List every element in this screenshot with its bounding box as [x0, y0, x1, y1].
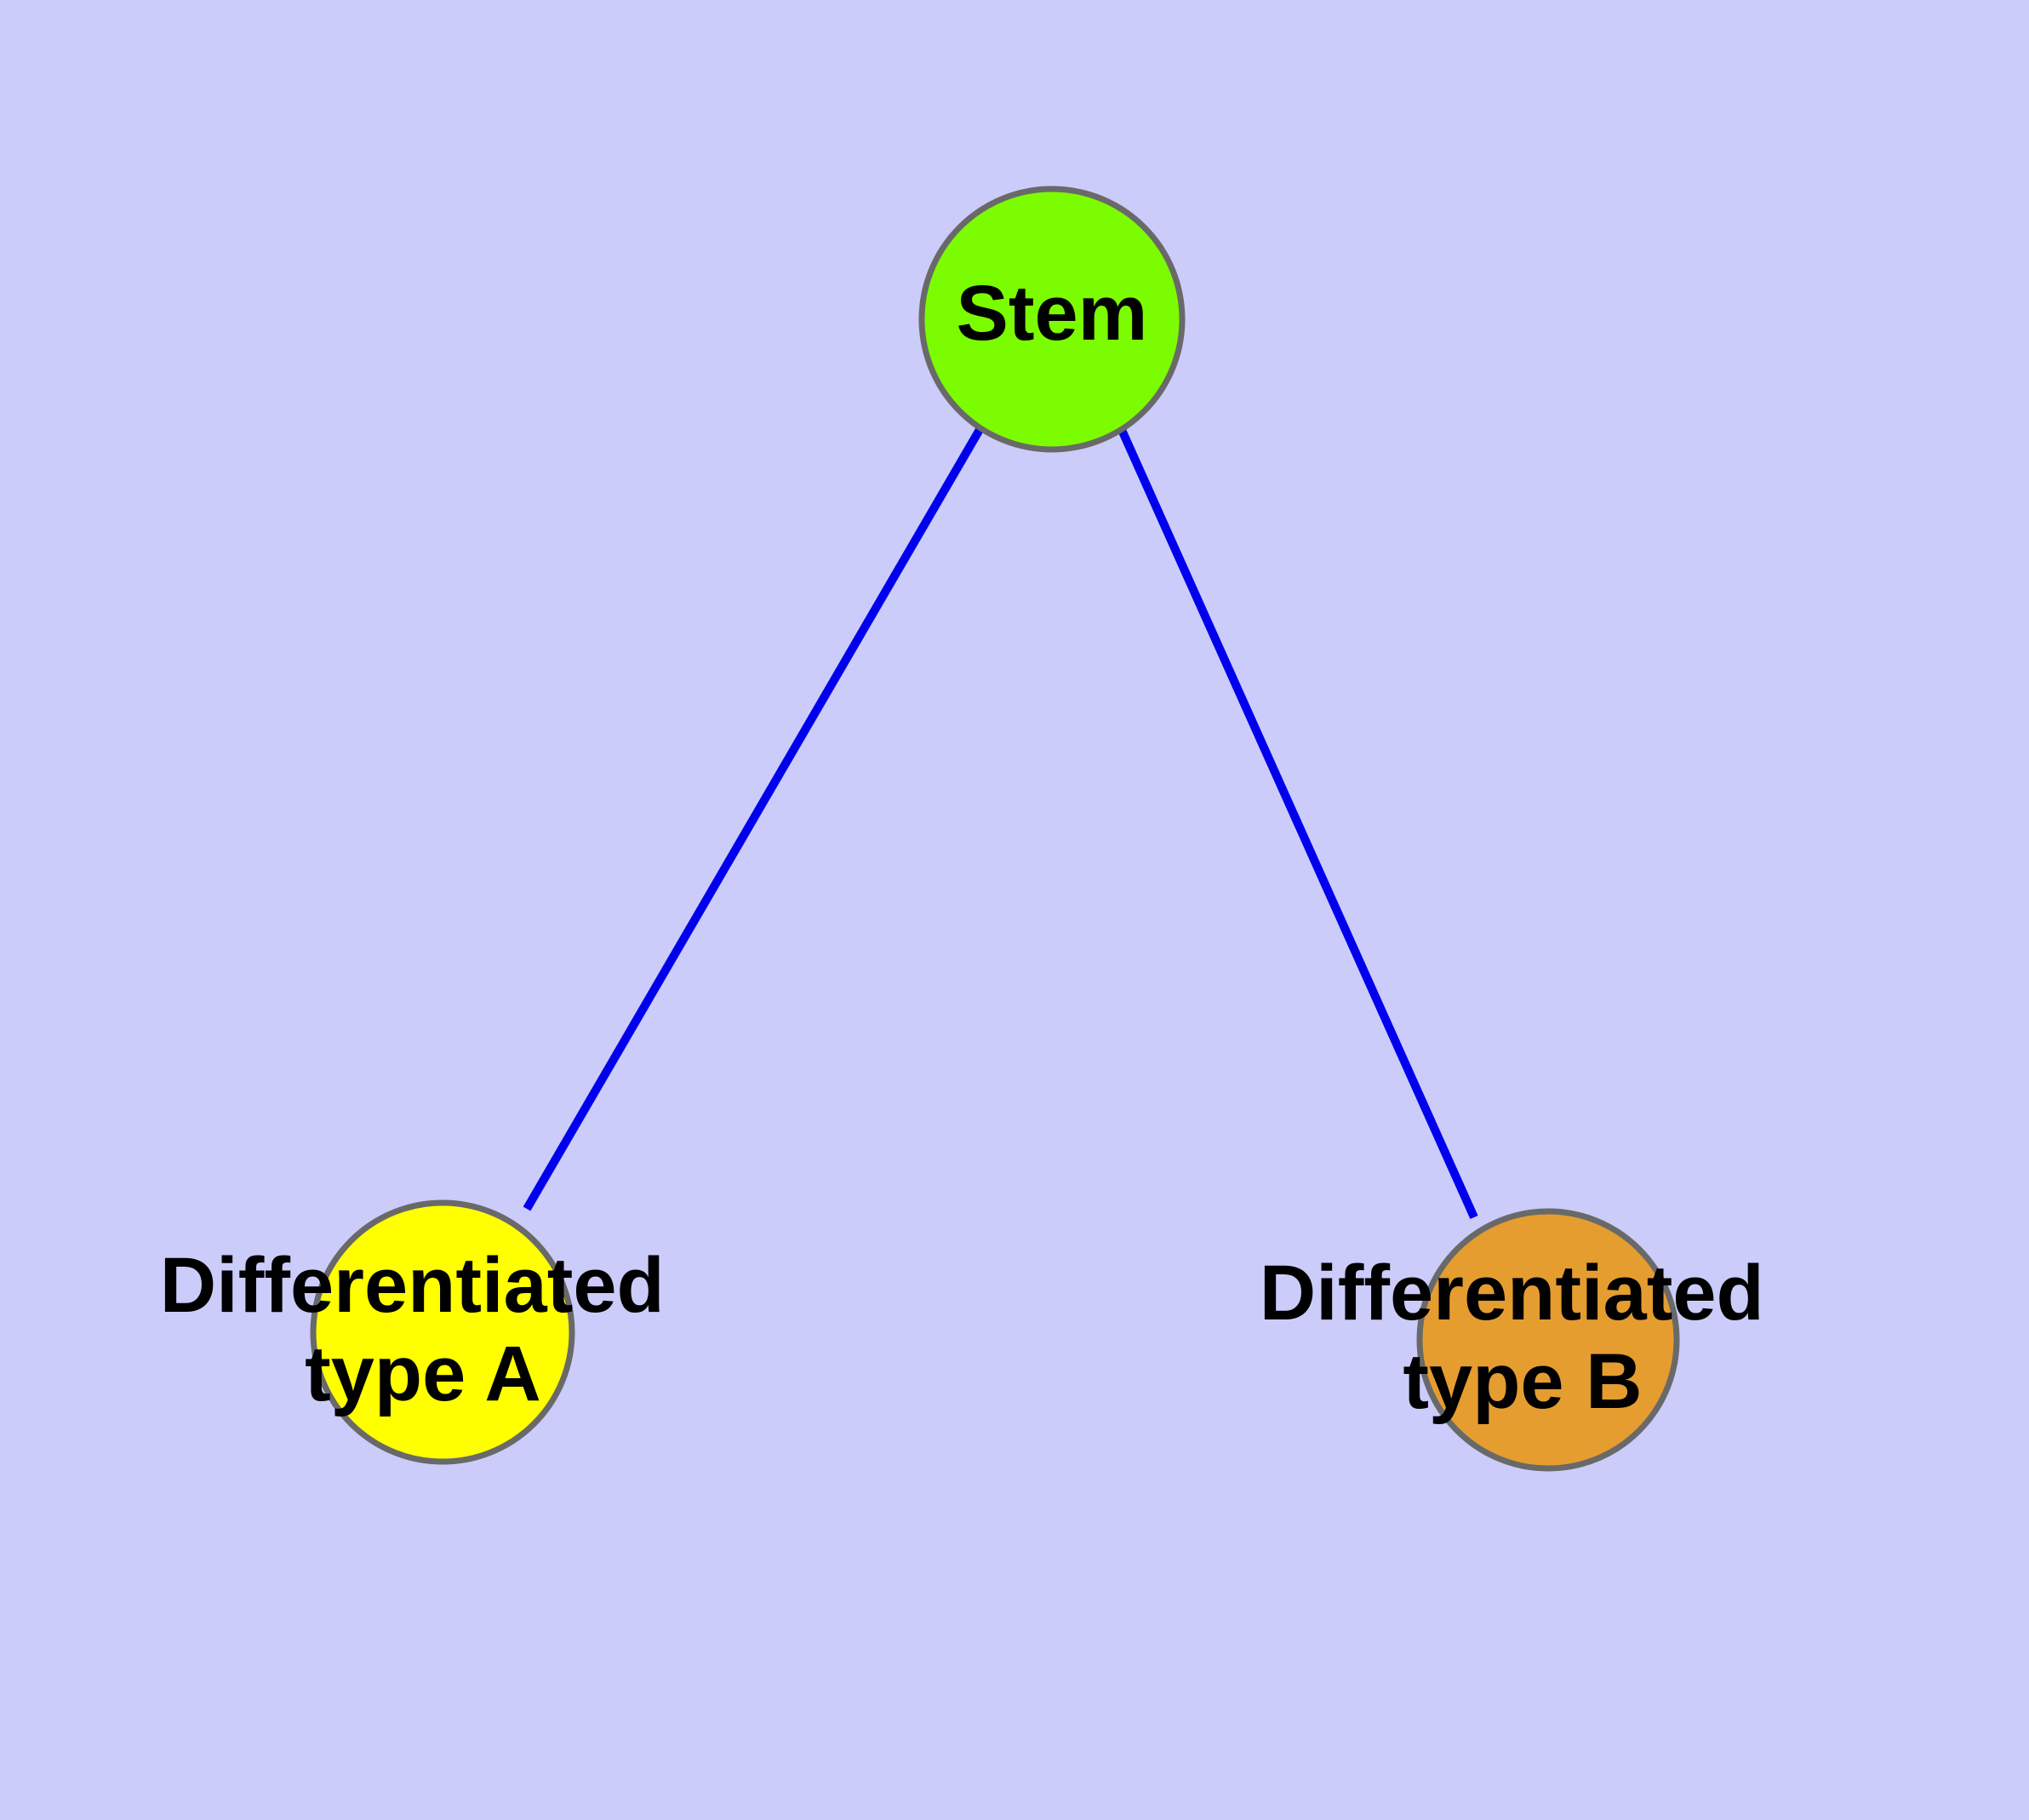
- edge-stem-to-differentiated-type-b[interactable]: [1117, 427, 1478, 1220]
- node-label-differentiated-type-b-line-2: type B: [1403, 1338, 1642, 1425]
- label-layer: Stem Differentiated type A Differentiate…: [160, 270, 1786, 1425]
- node-label-differentiated-type-a-line-1: Differentiated: [160, 1242, 665, 1329]
- node-label-differentiated-type-a-line-2: type A: [305, 1331, 541, 1417]
- node-stem[interactable]: [918, 186, 1186, 453]
- node-layer: [310, 186, 1680, 1472]
- edge-stem-to-differentiated-type-a[interactable]: [523, 426, 985, 1211]
- edge-layer: [523, 426, 1478, 1220]
- node-label-stem: Stem: [957, 270, 1148, 357]
- node-label-differentiated-type-b: Differentiated type B: [1260, 1250, 1786, 1425]
- node-label-differentiated-type-b-line-1: Differentiated: [1260, 1250, 1764, 1336]
- node-differentiated-type-b[interactable]: [1416, 1208, 1680, 1472]
- node-differentiated-type-a[interactable]: [310, 1199, 575, 1465]
- node-label-stem-line-1: Stem: [957, 270, 1148, 357]
- node-label-differentiated-type-a: Differentiated type A: [160, 1242, 687, 1417]
